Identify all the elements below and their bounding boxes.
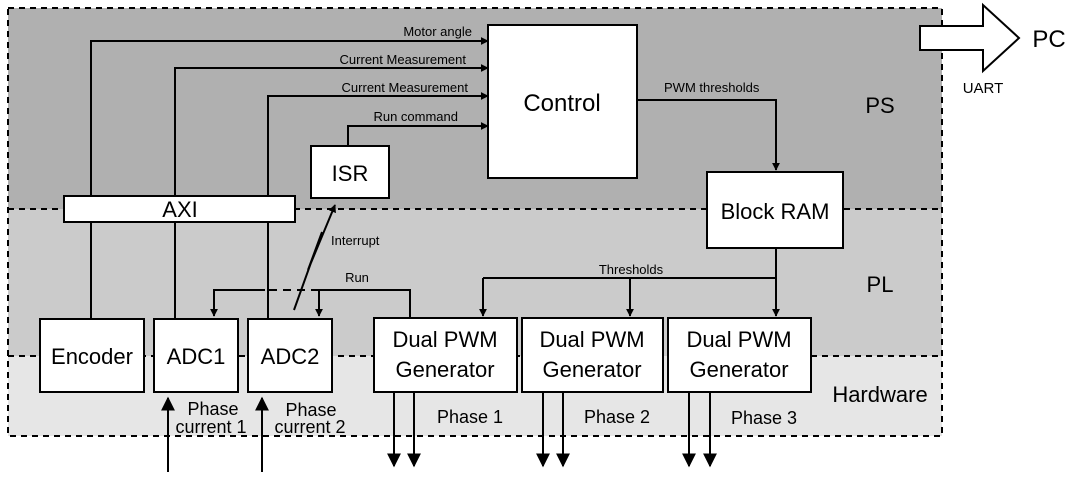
phase-1-label: Phase 1 (437, 407, 503, 427)
isr-block (310, 145, 390, 199)
pwm-generator-2-label-line1: Dual PWM (539, 327, 644, 352)
thresholds-label: Thresholds (599, 262, 664, 277)
adc2-block (247, 318, 333, 393)
pwm-thresholds-wire (637, 99, 780, 171)
phase-current-1-label-line1: Phase (187, 399, 238, 419)
pwm-generator-2-label-line2: Generator (542, 357, 641, 382)
current-measurement-label-1: Current Measurement (340, 52, 467, 67)
hardware-label: Hardware (832, 382, 927, 407)
encoder-block (39, 318, 145, 393)
pwm-thresholds-label: PWM thresholds (664, 80, 760, 95)
pwm-generator-1-block (373, 317, 518, 393)
pwm-generator-3-label-line2: Generator (689, 357, 788, 382)
block-ram-label: Block RAM (721, 199, 830, 224)
axi-block (63, 195, 296, 223)
phase-current-1-label-line2: current 1 (175, 417, 246, 437)
outer-boundary (7, 7, 943, 437)
interrupt-wire (293, 204, 336, 311)
pwm-generator-3-label-line1: Dual PWM (686, 327, 791, 352)
adc1-block (153, 318, 239, 393)
motor-angle-wire (90, 37, 489, 196)
phase-3-label: Phase 3 (731, 408, 797, 428)
run-command-label: Run command (373, 109, 458, 124)
control-label: Control (523, 90, 600, 117)
pwm-generator-3-block (667, 317, 812, 393)
adc1-label: ADC1 (167, 344, 226, 369)
current-measurement-wire-2 (267, 92, 489, 196)
motor-angle-label: Motor angle (403, 24, 472, 39)
ps-label: PS (865, 93, 894, 118)
current-measurement-wire-1 (174, 64, 489, 196)
run-label: Run (345, 270, 369, 285)
block-ram-block (706, 171, 844, 249)
interrupt-label: Interrupt (331, 233, 380, 248)
run-to-adc1-wire (210, 289, 265, 317)
uart-arrow-icon (919, 2, 1021, 74)
encoder-label: Encoder (51, 344, 133, 369)
axi-label: AXI (162, 197, 197, 222)
isr-label: ISR (332, 161, 369, 186)
run-command-wire (347, 122, 489, 146)
adc2-label: ADC2 (261, 344, 320, 369)
pwm-generator-2-block (521, 317, 664, 393)
pwm-generator-1-label-line1: Dual PWM (392, 327, 497, 352)
pc-label: PC (1032, 26, 1065, 53)
control-block (487, 24, 638, 179)
phase-current-2-label-line2: current 2 (274, 417, 345, 437)
current-measurement-label-2: Current Measurement (342, 80, 469, 95)
phase-current-2-label-line1: Phase (285, 400, 336, 420)
pl-label: PL (867, 272, 894, 297)
uart-label: UART (963, 80, 1004, 97)
phase-2-label: Phase 2 (584, 407, 650, 427)
pwm-generator-1-label-line2: Generator (395, 357, 494, 382)
run-wire (319, 289, 411, 318)
